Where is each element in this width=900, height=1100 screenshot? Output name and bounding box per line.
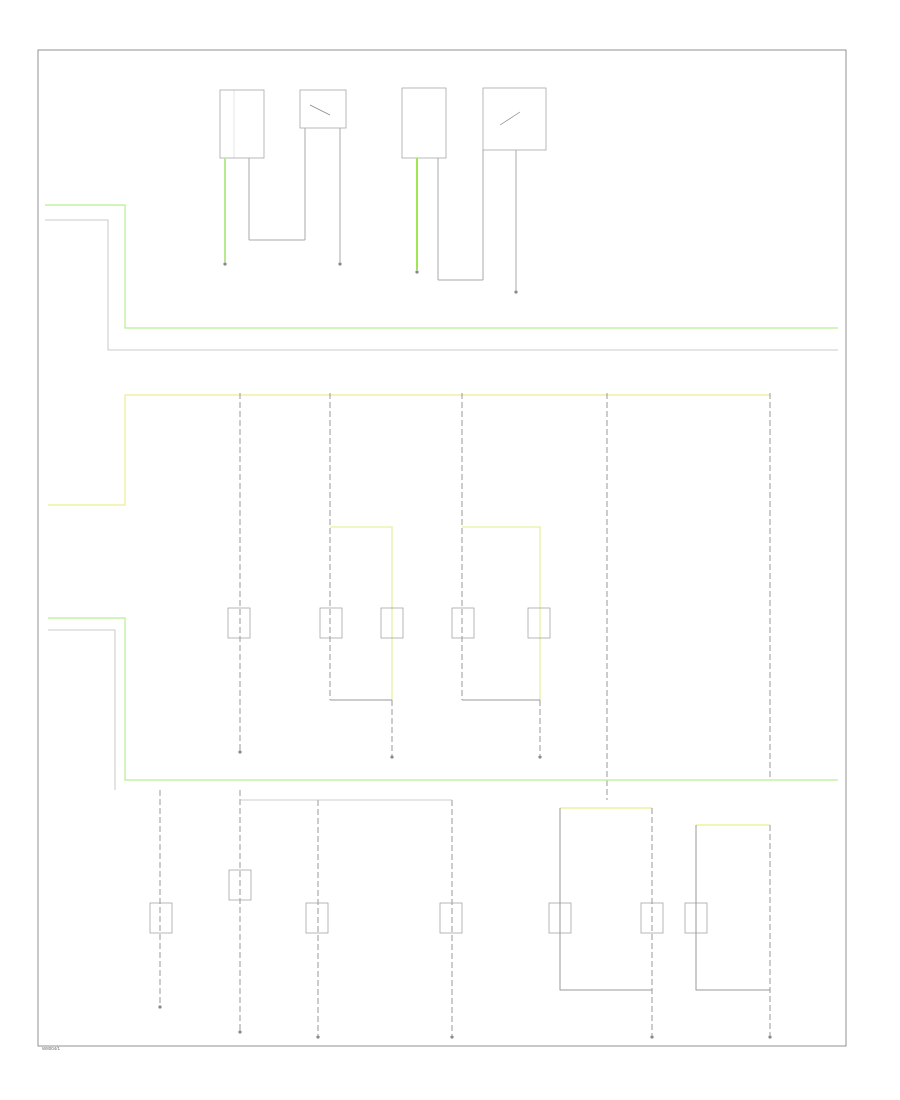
- bottom-lamps: [149, 869, 708, 934]
- passenger-seat-occupant-switch: [299, 89, 347, 129]
- passenger-seat-belt-switch: [219, 89, 265, 159]
- top-wires: [224, 128, 517, 290]
- top-bus-lines: [45, 204, 838, 351]
- glove-box-lamp-switch: [482, 87, 547, 151]
- ground-points-top: [223, 262, 518, 294]
- middle-wires: [48, 393, 838, 800]
- ground-points-mid: [238, 750, 542, 759]
- diagram-frame: [37, 49, 847, 1047]
- ground-points-bottom: [158, 1005, 772, 1039]
- bottom-wires: [159, 790, 771, 1035]
- middle-lamps: [227, 607, 551, 639]
- diagram-id: W8004/1: [42, 1046, 61, 1051]
- driver-seat-belt-switch: [401, 87, 447, 159]
